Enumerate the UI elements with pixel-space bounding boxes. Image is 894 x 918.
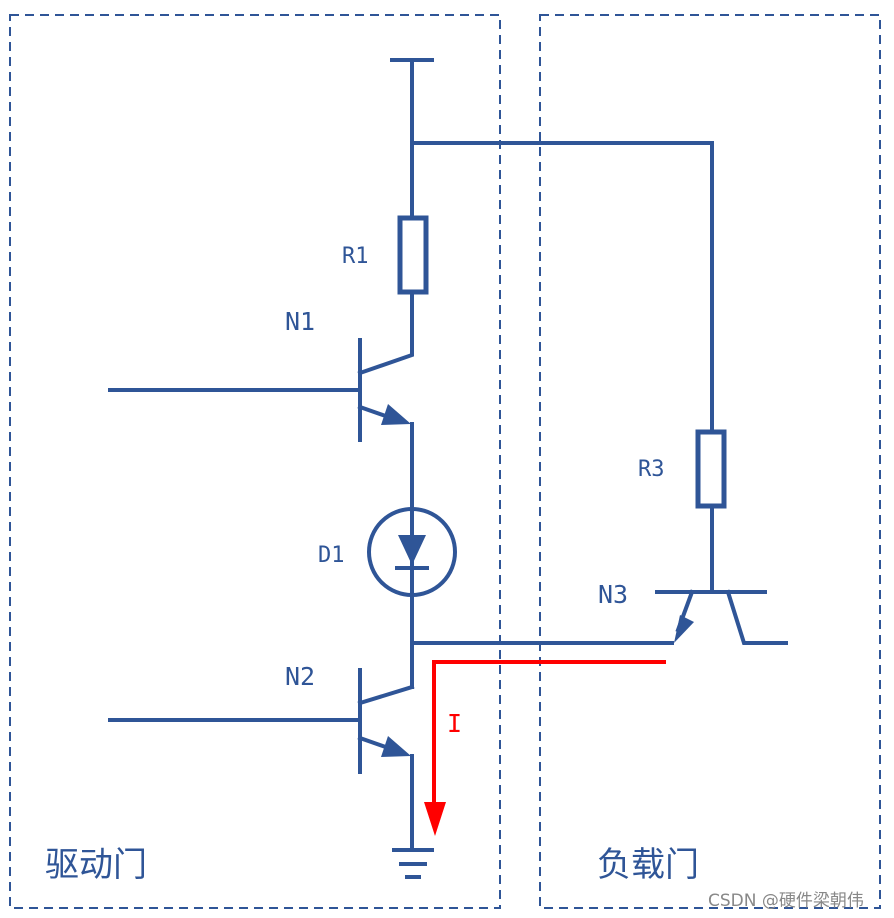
r1-label: R1 xyxy=(342,244,369,269)
watermark: CSDN @硬件梁朝伟 xyxy=(708,891,864,911)
n1-collector xyxy=(357,310,414,376)
n3-label: N3 xyxy=(598,580,628,609)
load-gate-box xyxy=(539,14,881,909)
r3-resistor xyxy=(695,429,727,509)
d1-triangle xyxy=(398,535,426,565)
n2-emitter-arrow xyxy=(381,736,411,757)
load-gate-label: 负载门 xyxy=(597,845,699,885)
vcc-to-r3-wire xyxy=(410,141,714,434)
n1-label: N1 xyxy=(285,307,315,336)
n2-collector xyxy=(357,684,415,706)
current-label: I xyxy=(447,709,462,738)
r3-label: R3 xyxy=(638,457,665,482)
n1-emitter-arrow xyxy=(381,404,411,425)
d1-label: D1 xyxy=(318,543,345,568)
n2-label: N2 xyxy=(285,662,315,691)
driver-gate-label: 驱动门 xyxy=(45,845,147,885)
driver-gate-box xyxy=(9,14,501,909)
current-path xyxy=(432,660,666,808)
r1-resistor xyxy=(397,215,429,295)
n3-emitter-arrow xyxy=(674,615,694,643)
current-arrow xyxy=(424,802,446,836)
n3-collector xyxy=(725,589,788,645)
